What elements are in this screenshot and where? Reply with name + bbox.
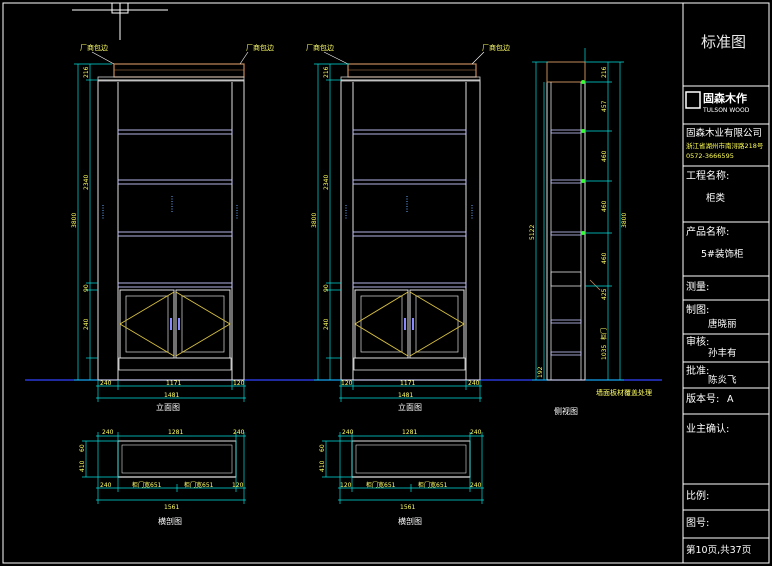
company-phone: 0572-3666595 (686, 152, 734, 160)
side-dim-right-f: 425 (601, 288, 608, 300)
dim-left-c: 90 (323, 284, 330, 292)
dim-left-b: 2340 (323, 175, 330, 190)
plan-dim-top-b: 1281 (168, 429, 183, 436)
plan-dim-top-a: 240 (102, 429, 114, 436)
check-value: 孙丰有 (708, 348, 737, 359)
plan-dim-left-a: 60 (319, 444, 326, 452)
plan-dim-total: 1561 (400, 504, 415, 511)
scale-label: 比例: (686, 491, 710, 502)
plan-dim-top-c: 240 (470, 429, 482, 436)
dim-left-b: 2340 (83, 175, 90, 190)
plan-dim-bottom-d: 240 (470, 482, 482, 489)
drawn-label: 制图: (686, 305, 710, 316)
title-block-grid (683, 85, 769, 539)
side-dim-right-a: 216 (601, 66, 608, 78)
logo-cn: 固森木作 (703, 92, 747, 105)
elevation-1: 厂商包边 厂商包边 240 1171 120 1481 216 2340 90 … (71, 43, 274, 412)
plan-dim-bottom-b: 柜门宽651 (132, 481, 162, 489)
approve-value: 陈炎飞 (708, 375, 737, 386)
plan-dim-top-a: 240 (342, 429, 354, 436)
dim-left-a: 216 (323, 66, 330, 78)
survey-label: 测量: (686, 282, 710, 293)
side-dim-right-e: 460 (601, 252, 608, 264)
dim-total: 1481 (398, 392, 413, 399)
side-view: 216 457 460 460 460 425 1035 3800 5122 1… (529, 48, 652, 416)
logo-mark (685, 91, 701, 109)
side-dim-right-total: 3800 (621, 213, 628, 228)
elevation-caption: 立面图 (156, 402, 180, 412)
plan-dim-bottom-b: 柜门宽651 (366, 481, 396, 489)
callout-left: 厂商包边 (80, 43, 108, 52)
side-dim-right-b: 457 (601, 100, 608, 112)
plan-dim-bottom-c: 柜门宽651 (184, 481, 214, 489)
side-dim-right-d: 460 (601, 200, 608, 212)
dim-left-d: 240 (323, 318, 330, 330)
elevation-2: 厂商包边 厂商包边 120 1171 240 1481 216 2340 90 … (306, 43, 510, 412)
version-label: 版本号: (686, 394, 720, 405)
plan-caption: 横剖图 (158, 516, 182, 526)
product-value: 5#装饰柜 (701, 249, 744, 260)
dim-left-a: 216 (83, 66, 90, 78)
callout-right: 厂商包边 (246, 43, 274, 52)
dim-bottom-a: 120 (341, 380, 353, 387)
side-dim-right-c: 460 (601, 150, 608, 162)
plan-dim-total: 1561 (164, 504, 179, 511)
plan-dim-left-b: 410 (79, 460, 86, 472)
version-value: A (727, 394, 734, 405)
side-dim-bottom: 192 (537, 366, 544, 378)
plan-dim-bottom-c: 柜门宽651 (418, 481, 448, 489)
approve-label: 批准: (686, 366, 710, 377)
logo-en: TULSON WOOD (703, 107, 750, 114)
dim-total: 1481 (164, 392, 179, 399)
plan-1: 240 1281 240 240 柜门宽651 柜门宽651 120 1561 … (79, 429, 246, 526)
plan-dim-bottom-d: 120 (232, 482, 244, 489)
plan-caption: 横剖图 (398, 516, 422, 526)
dim-left-total: 3800 (311, 213, 318, 228)
plan-dim-bottom-a: 120 (340, 482, 352, 489)
owner-label: 业主确认: (686, 424, 730, 435)
title-heading: 标准图 (701, 33, 747, 51)
dim-bottom-b: 1171 (400, 380, 415, 387)
dim-bottom-c: 240 (468, 380, 480, 387)
plan-dim-left-a: 60 (79, 444, 86, 452)
side-dim-right-g: 1035 (601, 345, 608, 360)
dim-bottom-c: 120 (233, 380, 245, 387)
product-label: 产品名称: (686, 227, 730, 238)
cad-cursor (72, 2, 168, 40)
company-address: 浙江省湖州市南浔路218号 (686, 142, 764, 150)
drawn-value: 唐晓丽 (708, 319, 737, 330)
project-value: 柜类 (706, 193, 726, 204)
plan-dim-bottom-a: 240 (100, 482, 112, 489)
plan-2: 240 1281 240 120 柜门宽651 柜门宽651 240 1561 … (319, 429, 484, 526)
drawing-no-label: 图号: (686, 518, 710, 529)
callout-right: 厂商包边 (482, 43, 510, 52)
page-info: 第10页,共37页 (686, 545, 752, 556)
plan-dim-top-b: 1281 (402, 429, 417, 436)
check-label: 审核: (686, 337, 710, 348)
plan-dim-top-c: 240 (233, 429, 245, 436)
side-note: 墙面板材覆盖处理 (596, 388, 652, 397)
plan-dim-left-b: 410 (319, 460, 326, 472)
side-door-note: 柜门 (600, 328, 608, 340)
side-dim-left-total: 5122 (529, 225, 536, 240)
callout-left: 厂商包边 (306, 43, 334, 52)
dim-bottom-a: 240 (100, 380, 112, 387)
project-label: 工程名称: (686, 171, 730, 182)
elevation-caption: 立面图 (398, 402, 422, 412)
dim-left-total: 3800 (71, 213, 78, 228)
side-caption: 侧视图 (554, 406, 578, 416)
dim-left-c: 90 (83, 284, 90, 292)
company-name: 固森木业有限公司 (686, 128, 763, 139)
dim-bottom-b: 1171 (166, 380, 181, 387)
dim-left-d: 240 (83, 318, 90, 330)
